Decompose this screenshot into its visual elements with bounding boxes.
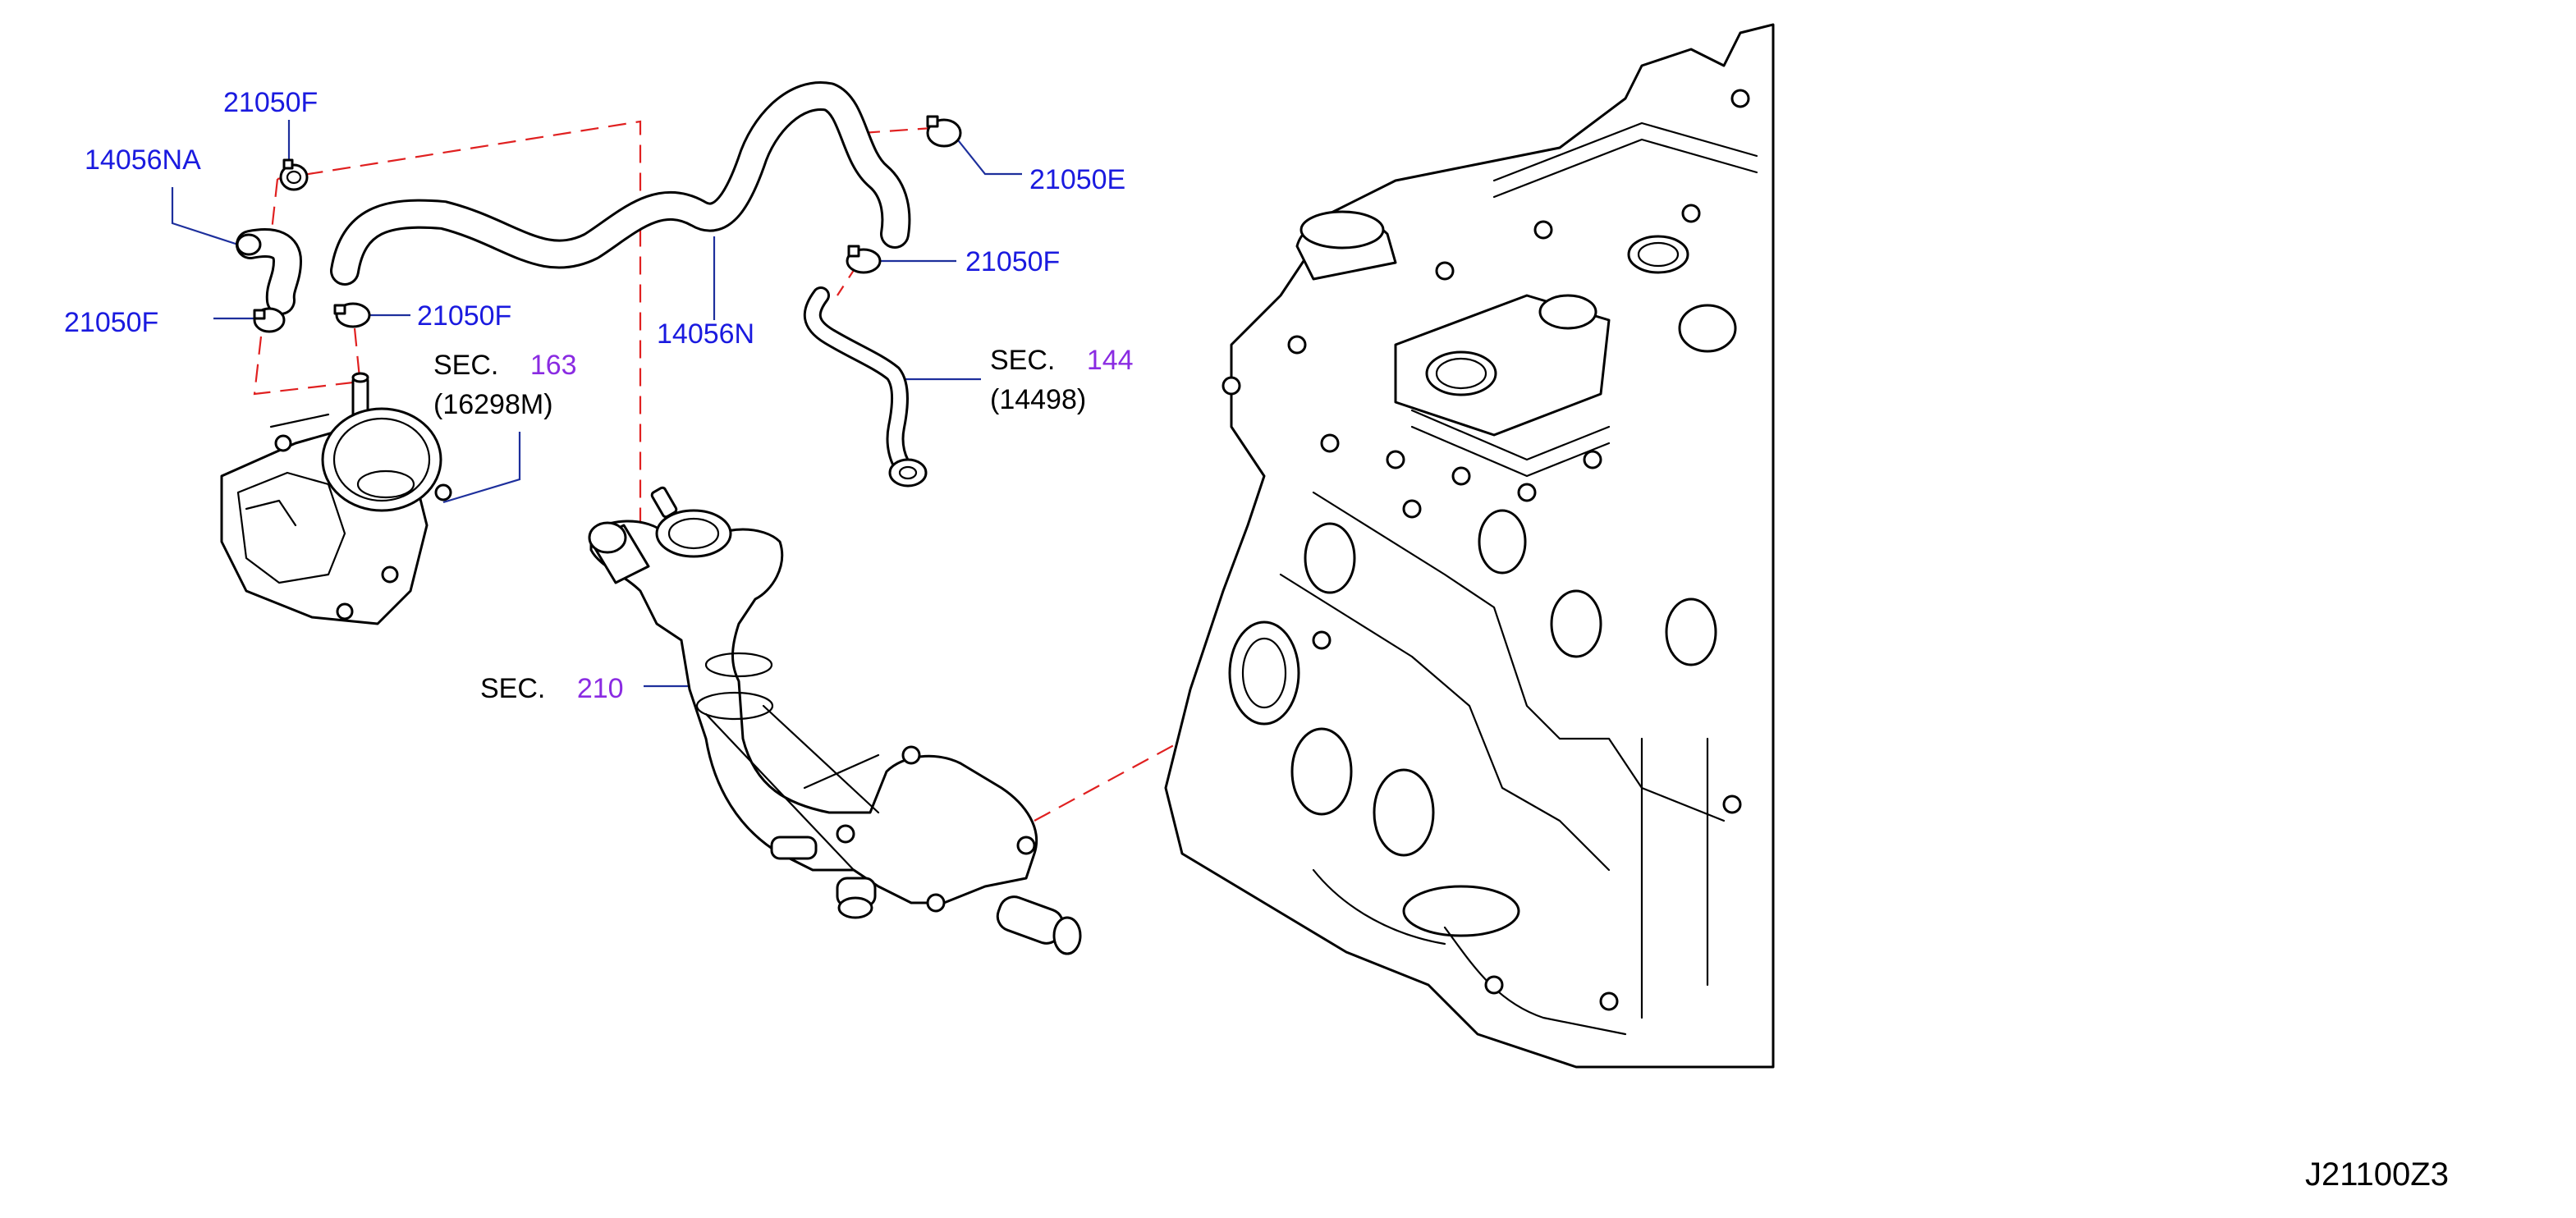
engine-block xyxy=(1164,23,1775,1069)
leader-lines xyxy=(171,120,1022,688)
diagram-id: J21100Z3 xyxy=(2305,1156,2449,1193)
sec163-number: 163 xyxy=(530,350,577,381)
sec144-sub: (14498) xyxy=(990,384,1086,415)
sec163-sub: (16298M) xyxy=(433,389,553,420)
sec163-ref: SEC. 163 xyxy=(433,350,577,381)
water-outlet xyxy=(588,486,1082,955)
hose-14056n xyxy=(330,81,911,286)
sec210-prefix: SEC. xyxy=(480,673,545,704)
sec144-ref: SEC. 144 xyxy=(990,345,1134,376)
throttle-body xyxy=(220,372,452,625)
clamp-21050f-right xyxy=(846,245,882,274)
pipe-sec144 xyxy=(803,286,928,488)
label-21050e: 21050E xyxy=(1029,164,1125,195)
label-21050f-mid: 21050F xyxy=(417,300,511,332)
sec144-prefix: SEC. xyxy=(990,345,1055,376)
clamp-21050f-mid xyxy=(333,302,371,328)
sec144-number: 144 xyxy=(1087,345,1134,376)
clamp-21050e xyxy=(926,115,962,148)
label-21050f-top: 21050F xyxy=(223,87,318,118)
hose-14056na xyxy=(236,228,302,315)
part-labels: 21050F 14056NA 21050F 21050F 14056N 2105… xyxy=(64,87,1125,350)
clamp-21050f-top xyxy=(279,158,309,191)
label-14056na: 14056NA xyxy=(85,144,201,176)
section-refs: SEC. 163 (16298M) SEC. 144 (14498) SEC. … xyxy=(433,345,1134,704)
sec210-number: 210 xyxy=(577,673,624,704)
label-21050f-right: 21050F xyxy=(965,246,1060,277)
clamp-21050f-left xyxy=(253,307,286,333)
label-21050f-left: 21050F xyxy=(64,307,158,338)
sec210-ref: SEC. 210 xyxy=(480,673,624,704)
label-14056n: 14056N xyxy=(657,318,754,350)
sec163-prefix: SEC. xyxy=(433,350,498,381)
